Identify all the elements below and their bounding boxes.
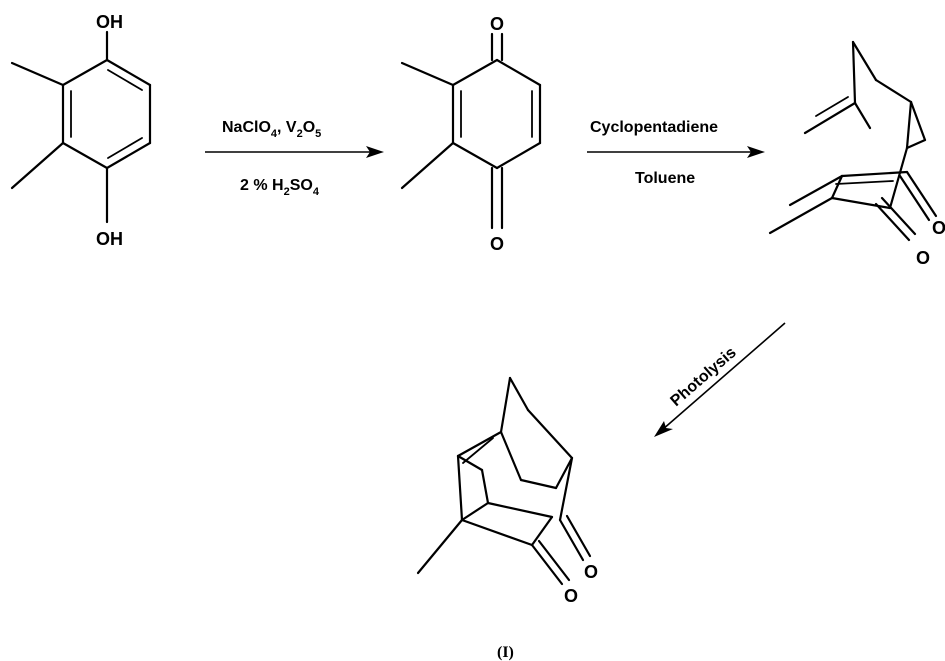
carbonyl-o-top: O (490, 14, 504, 34)
product-carbonyl-o-1: O (584, 562, 598, 582)
oh-label-top: OH (96, 12, 123, 32)
reaction-arrow-2: Cyclopentadiene Toluene (587, 119, 765, 187)
reaction-arrow-3: Photolysis (654, 322, 786, 437)
methyl-bottom (10, 141, 65, 190)
molecule-cage-product: O O (416, 376, 598, 606)
reaction-arrow-1: NaClO4, V2O5 2 % H2SO4 (205, 119, 384, 198)
benzene-ring (61, 58, 152, 170)
oh-label-bottom: OH (96, 229, 123, 249)
molecule-dimethylhydroquinone: OH OH (10, 12, 152, 249)
molecule-diels-alder-adduct: O O (768, 40, 945, 268)
adduct-carbonyl-o-1: O (916, 248, 930, 268)
step1-reagents-line2: 2 % H2SO4 (240, 177, 320, 198)
product-label: (I) (497, 644, 514, 661)
step3-reagent: Photolysis (667, 344, 739, 410)
molecule-dimethylbenzoquinone: O O (400, 14, 542, 254)
step2-reagent-line2: Toluene (635, 170, 695, 187)
methyl-top (10, 61, 65, 87)
adduct-carbonyl-o-2: O (932, 218, 945, 238)
step1-reagents-line1: NaClO4, V2O5 (222, 119, 321, 140)
product-carbonyl-o-2: O (564, 586, 578, 606)
step2-reagent-line1: Cyclopentadiene (590, 119, 718, 136)
carbonyl-o-bottom: O (490, 234, 504, 254)
